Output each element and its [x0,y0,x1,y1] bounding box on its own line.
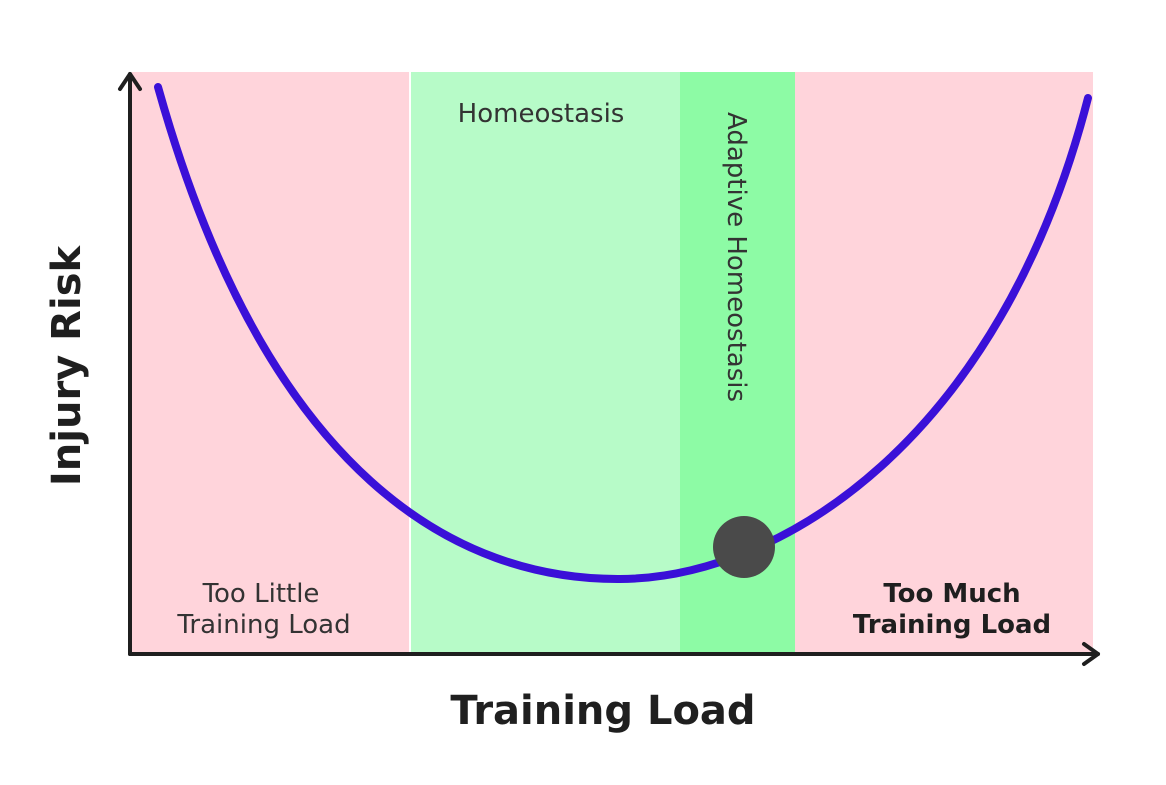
zone-too-much [795,72,1093,654]
too-little-label-line2: Training Load [176,610,350,640]
y-axis-arrow [118,72,142,91]
adaptive-homeostasis-label: Adaptive Homeostasis [721,112,751,402]
homeostasis-label: Homeostasis [458,99,625,129]
zone-homeostasis [410,72,680,654]
current-position-marker [713,516,775,578]
x-axis-arrow [1082,642,1100,666]
injury-risk-curve [154,83,1092,584]
too-little-label-line1: Too Little [202,579,320,609]
too-much-label-line1: Too Much [883,579,1020,609]
x-axis-title: Training Load [450,688,755,734]
y-axis-title: Injury Risk [44,245,90,487]
too-much-label-line2: Training Load [853,610,1051,640]
axes [118,72,1100,666]
